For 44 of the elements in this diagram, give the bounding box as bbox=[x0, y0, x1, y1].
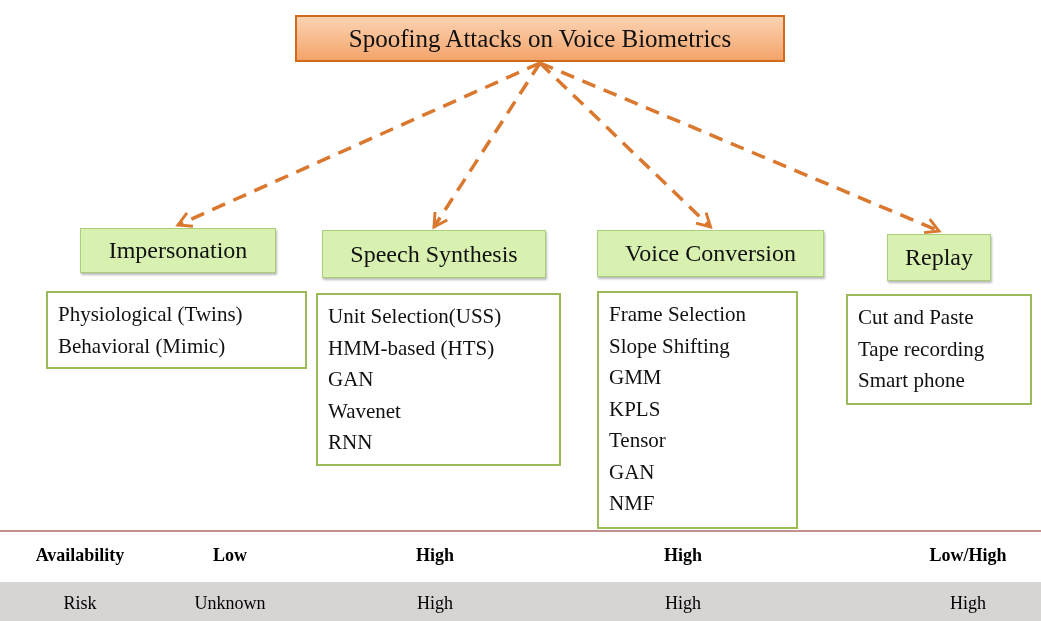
method-item: RNN bbox=[328, 429, 374, 456]
table-value: High bbox=[665, 593, 701, 614]
method-item: GMM bbox=[609, 364, 663, 391]
method-item: GAN bbox=[328, 366, 375, 393]
method-item: Physiological (Twins) bbox=[58, 301, 244, 328]
method-item: Smart phone bbox=[858, 367, 966, 394]
method-item: HMM-based (HTS) bbox=[328, 334, 496, 362]
dashed-arrow bbox=[176, 61, 541, 228]
category-box bbox=[597, 230, 824, 277]
method-item: Tape recording bbox=[858, 335, 986, 363]
method-item: KPLS bbox=[609, 395, 662, 423]
category-label: Impersonation bbox=[108, 237, 248, 264]
method-item: Cut and Paste bbox=[858, 304, 975, 331]
table-value: High bbox=[416, 545, 454, 566]
method-item: Tensor bbox=[609, 427, 667, 454]
method-item: Frame Selection bbox=[609, 301, 748, 328]
method-list-box bbox=[846, 294, 1032, 405]
category-label: Voice Conversion bbox=[625, 240, 796, 267]
category-box bbox=[322, 230, 546, 278]
method-item: Unit Selection(USS) bbox=[328, 303, 503, 330]
category-box bbox=[887, 234, 991, 281]
table-value: High bbox=[664, 545, 702, 566]
method-list-box bbox=[316, 293, 561, 466]
method-item: Wavenet bbox=[328, 397, 402, 425]
method-list-box bbox=[597, 291, 798, 529]
dashed-arrow bbox=[539, 61, 941, 235]
table-value: Low bbox=[213, 545, 247, 566]
dashed-arrow bbox=[432, 62, 542, 229]
row-header: Risk bbox=[63, 593, 97, 614]
row-header: Availability bbox=[35, 545, 125, 566]
title-box bbox=[295, 15, 785, 62]
category-label: Speech Synthesis bbox=[350, 240, 518, 268]
method-item: Behavioral (Mimic) bbox=[58, 332, 227, 360]
title-text: Spoofing Attacks on Voice Biometrics bbox=[348, 24, 732, 53]
method-list-box bbox=[46, 291, 307, 369]
category-label: Replay bbox=[905, 244, 973, 271]
table-value: Low/High bbox=[929, 545, 1007, 566]
table-value: Unknown bbox=[194, 593, 266, 614]
category-box bbox=[80, 228, 276, 273]
method-item: Slope Shifting bbox=[609, 332, 731, 360]
table-value: High bbox=[417, 593, 453, 614]
method-item: NMF bbox=[609, 490, 656, 517]
method-item: GAN bbox=[609, 458, 656, 486]
table-value: High bbox=[950, 593, 986, 614]
